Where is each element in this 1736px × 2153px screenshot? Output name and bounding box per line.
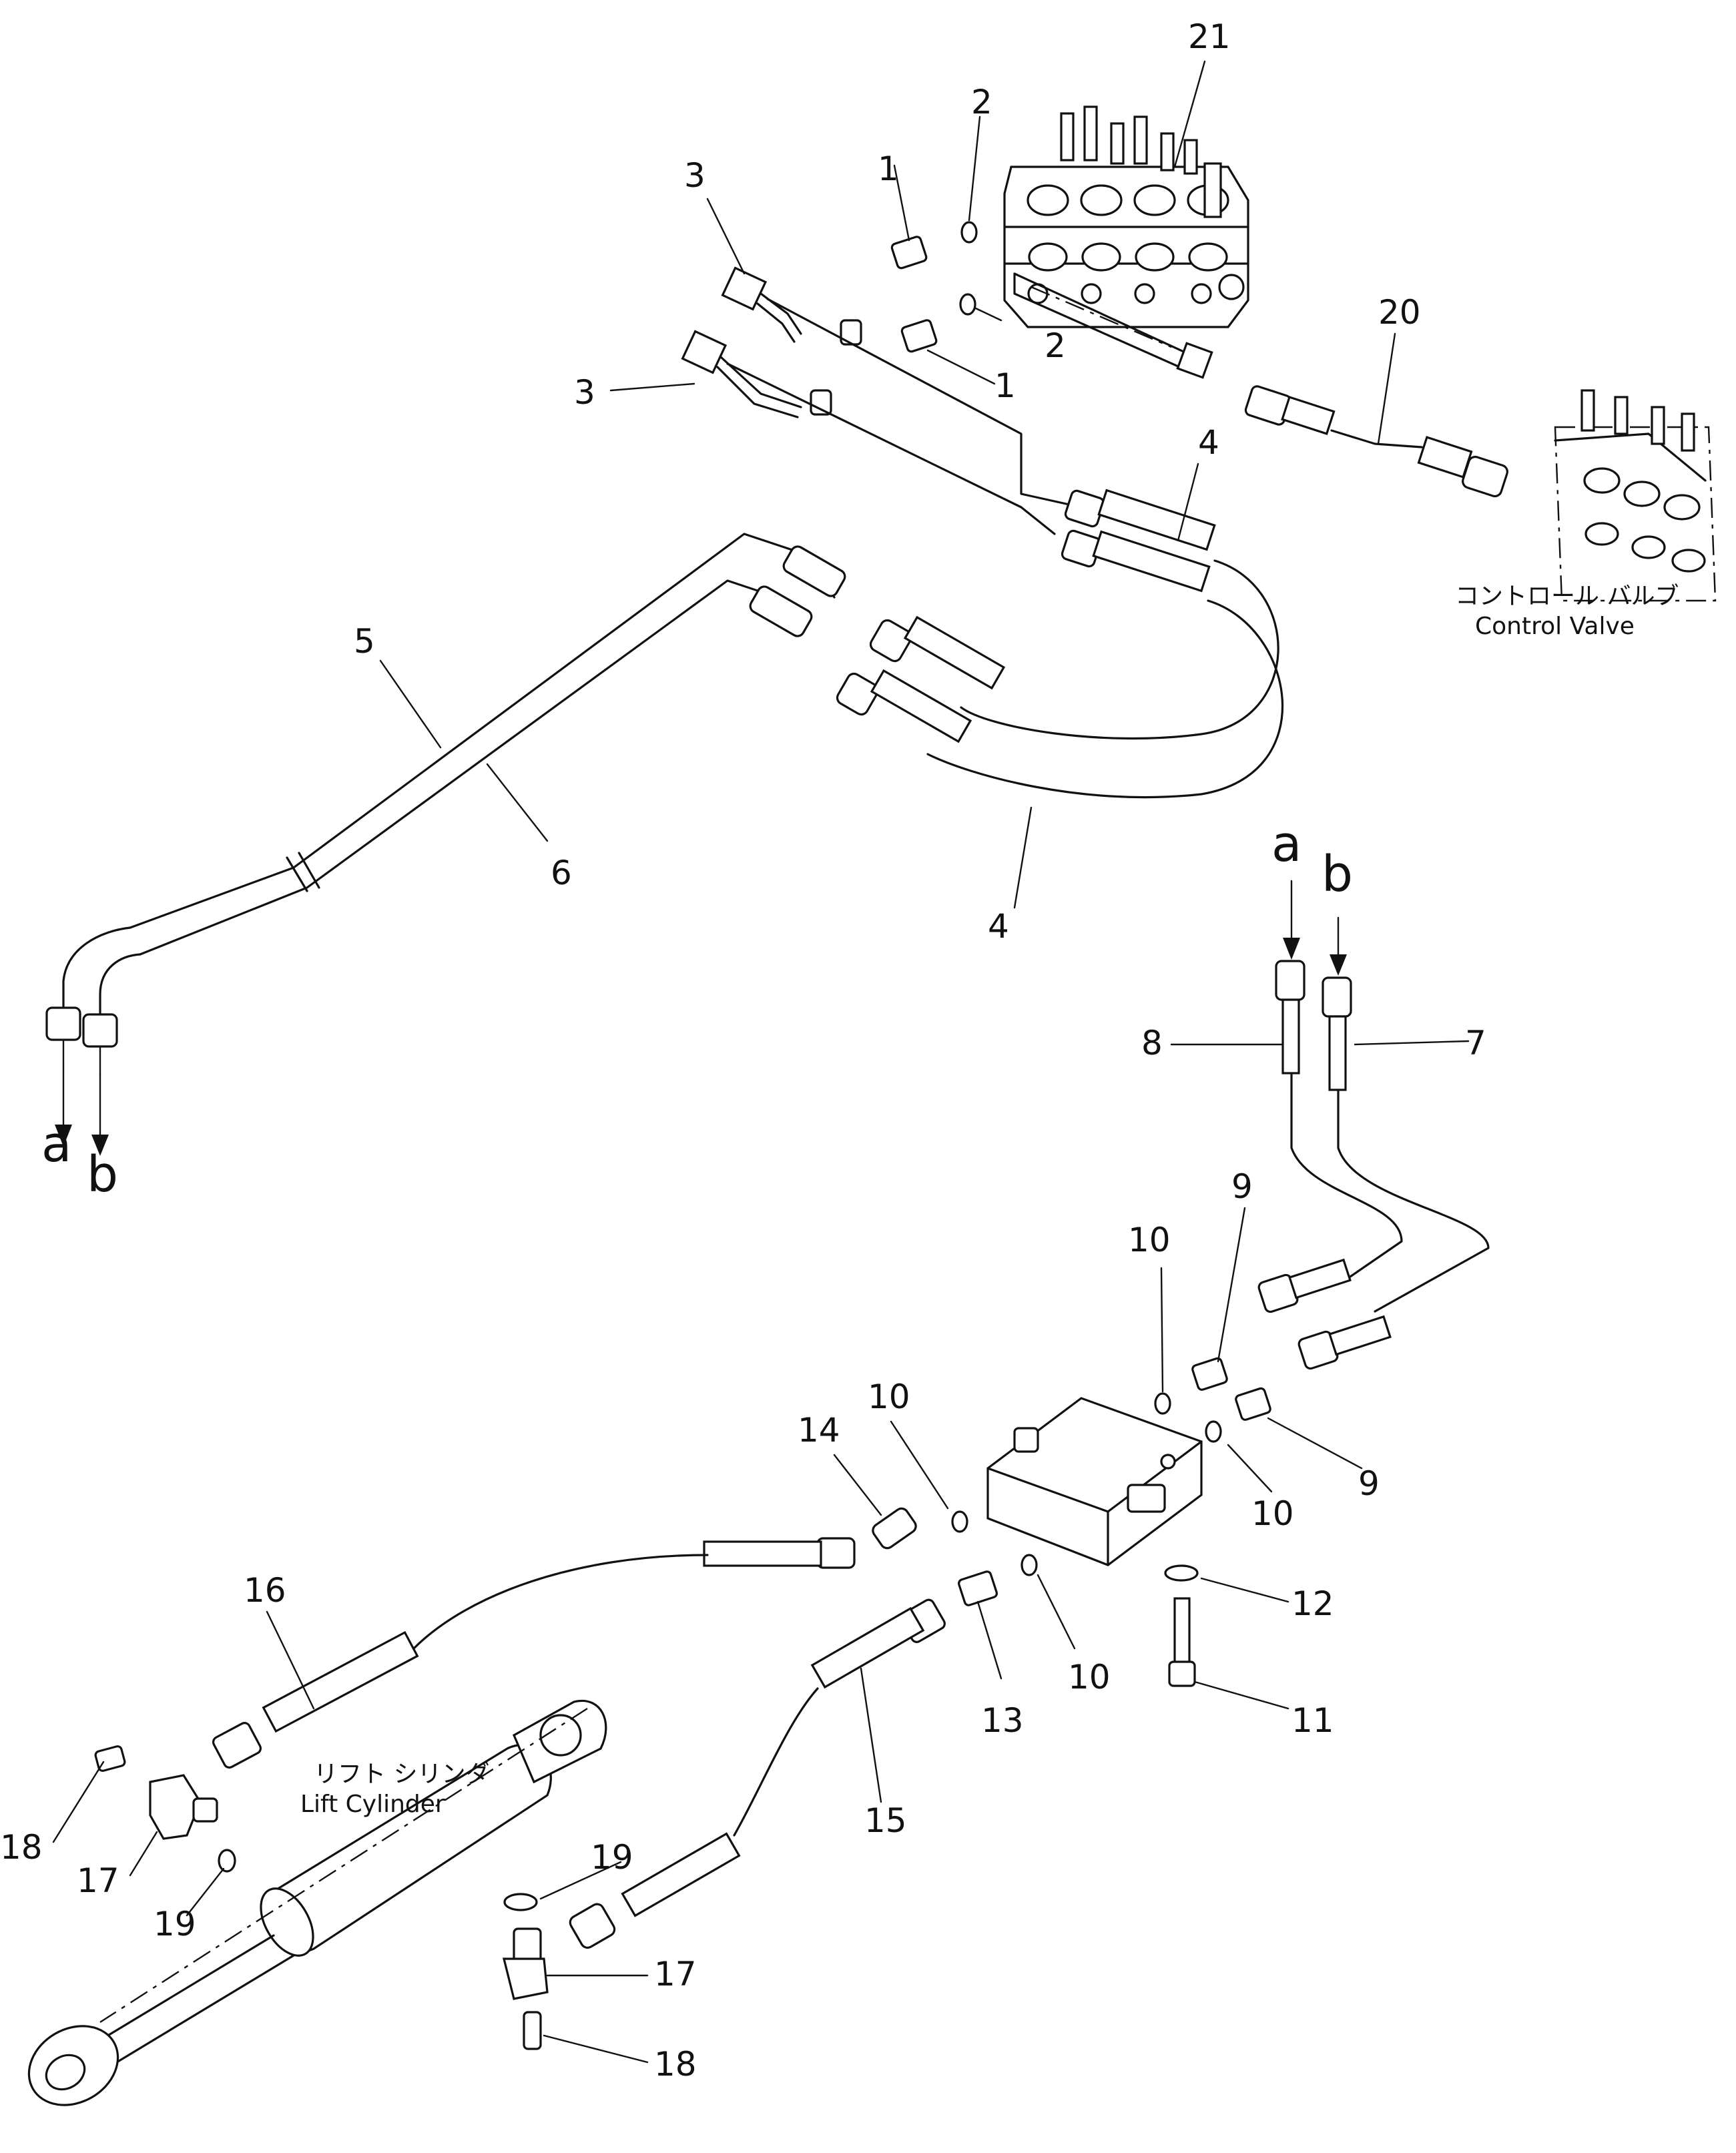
label-18b: 18 bbox=[654, 2045, 697, 2084]
label-12: 12 bbox=[1291, 1584, 1334, 1623]
label-20: 20 bbox=[1378, 293, 1421, 332]
label-13: 13 bbox=[981, 1701, 1024, 1740]
caption-control-valve-en: Control Valve bbox=[1475, 613, 1635, 640]
label-11: 11 bbox=[1291, 1701, 1334, 1740]
label-1b: 1 bbox=[994, 366, 1016, 405]
leader-lines bbox=[52, 60, 1470, 2064]
label-10a: 10 bbox=[1128, 1221, 1171, 1259]
label-9b: 9 bbox=[1358, 1464, 1380, 1503]
label-21: 21 bbox=[1188, 17, 1231, 56]
captions: コントロール バルブ Control Valve リフト シリンダ Lift C… bbox=[300, 583, 1679, 1818]
label-17b: 17 bbox=[654, 1955, 697, 1993]
part-labels: 21 2 2 1 1 3 3 20 4 4 5 6 7 8 9 9 10 10 … bbox=[0, 17, 1486, 2084]
tubes-5-6 bbox=[45, 533, 846, 1076]
tube-20 bbox=[1244, 385, 1508, 498]
label-1a: 1 bbox=[878, 149, 899, 188]
fittings-1-2 bbox=[890, 221, 978, 353]
label-2a: 2 bbox=[971, 83, 992, 121]
fittings-9-10 bbox=[951, 1357, 1271, 1576]
label-14: 14 bbox=[798, 1411, 840, 1450]
label-4a: 4 bbox=[1198, 423, 1219, 462]
fittings-17-18-19-left bbox=[94, 1745, 236, 1873]
connector-b-top: b bbox=[1322, 846, 1353, 903]
label-10b: 10 bbox=[868, 1377, 910, 1416]
control-valve-assembly bbox=[1003, 105, 1249, 379]
label-18a: 18 bbox=[0, 1828, 43, 1867]
elbow-tubes-3 bbox=[681, 266, 862, 418]
label-17a: 17 bbox=[77, 1861, 119, 1900]
hoses-4 bbox=[836, 489, 1283, 799]
fitting-13-hose-15 bbox=[569, 1570, 998, 1949]
connector-arrows bbox=[55, 880, 1347, 1156]
label-8: 8 bbox=[1141, 1024, 1163, 1062]
control-valve-reference bbox=[1554, 389, 1717, 602]
label-4b: 4 bbox=[988, 907, 1009, 946]
label-15: 15 bbox=[864, 1801, 907, 1840]
label-10c: 10 bbox=[1251, 1494, 1294, 1533]
connector-b-bottom: b bbox=[87, 1146, 118, 1203]
caption-lift-cylinder-en: Lift Cylinder bbox=[300, 1791, 445, 1818]
tubes-7-8 bbox=[1257, 960, 1490, 1370]
connector-a-bottom: a bbox=[41, 1116, 71, 1173]
connector-a-top: a bbox=[1271, 816, 1301, 873]
manifold-block bbox=[986, 1397, 1203, 1566]
label-7: 7 bbox=[1465, 1024, 1486, 1062]
label-6: 6 bbox=[551, 854, 572, 892]
elbow-14-hose-16 bbox=[212, 1507, 917, 1769]
caption-lift-cylinder-jp: リフト シリンダ bbox=[314, 1761, 489, 1788]
label-2b: 2 bbox=[1045, 326, 1066, 365]
connector-letters: a b a b bbox=[41, 816, 1353, 1203]
label-19b: 19 bbox=[591, 1838, 633, 1877]
tubes-to-hoses bbox=[726, 298, 1083, 535]
label-19a: 19 bbox=[154, 1905, 196, 1943]
label-9a: 9 bbox=[1231, 1167, 1253, 1206]
fittings-17-18-19-center bbox=[502, 1893, 549, 2050]
label-5: 5 bbox=[354, 622, 375, 661]
label-3a: 3 bbox=[684, 156, 705, 195]
label-3b: 3 bbox=[574, 373, 595, 412]
label-10d: 10 bbox=[1068, 1658, 1111, 1697]
lift-cylinder bbox=[27, 1699, 607, 2106]
caption-control-valve-jp: コントロール バルブ bbox=[1455, 583, 1679, 610]
label-16: 16 bbox=[244, 1571, 286, 1610]
bolt-11-washer-12 bbox=[1164, 1564, 1199, 1687]
